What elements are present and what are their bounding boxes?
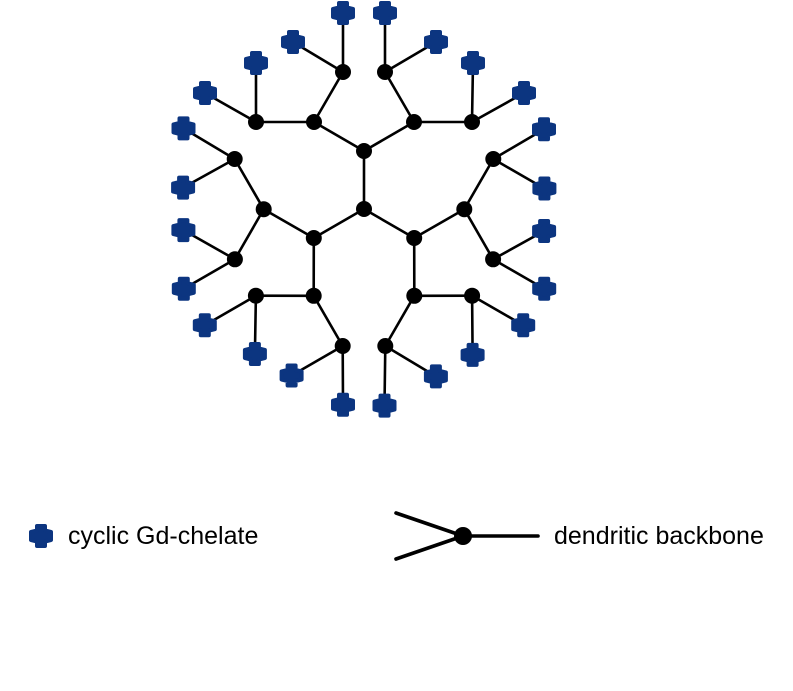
branch-node xyxy=(406,287,423,304)
branch-node xyxy=(377,64,393,80)
branch-node xyxy=(226,151,243,167)
gd-chelate-icon xyxy=(423,364,448,389)
gd-chelate-icon xyxy=(281,30,305,54)
branch-node xyxy=(305,287,322,304)
branch-node xyxy=(377,338,394,354)
gd-chelate-icon xyxy=(512,81,536,105)
bond xyxy=(312,70,345,124)
branch-node xyxy=(485,151,502,167)
branch-node xyxy=(306,114,322,130)
bond xyxy=(383,70,416,124)
core-node xyxy=(356,201,372,217)
bond xyxy=(362,120,416,153)
bond xyxy=(312,120,366,153)
gd-chelate-icon xyxy=(532,276,557,301)
gd-chelate-icon xyxy=(331,392,355,417)
gd-chelate-icon xyxy=(171,218,196,243)
branch-node xyxy=(406,114,422,130)
bond xyxy=(233,157,266,211)
legend-chelate-icon xyxy=(29,524,53,548)
bond xyxy=(233,207,266,261)
branch-node xyxy=(334,338,351,354)
branch-node xyxy=(406,230,423,246)
branch-node xyxy=(226,251,243,268)
gd-chelate-icon xyxy=(331,1,355,25)
gd-chelate-icon xyxy=(460,342,485,367)
gd-chelate-icon xyxy=(532,117,556,142)
branch-node xyxy=(456,201,473,218)
bond xyxy=(262,207,316,240)
gd-chelate-icon xyxy=(171,116,196,141)
gd-chelate-icon xyxy=(532,219,557,243)
bond xyxy=(312,294,345,348)
branch-node xyxy=(485,251,502,268)
gd-chelate-icon xyxy=(424,30,448,54)
gd-chelate-icon xyxy=(244,51,268,75)
gd-chelate-icon xyxy=(171,276,196,301)
gd-chelate-icon xyxy=(511,313,536,338)
gd-chelate-icon xyxy=(192,313,217,338)
gd-chelate-icon xyxy=(372,393,397,418)
gd-chelate-icon xyxy=(242,342,267,366)
bond xyxy=(412,207,466,240)
branch-node xyxy=(356,143,372,159)
legend-chelate-label: cyclic Gd-chelate xyxy=(68,522,258,550)
legend-backbone-label: dendritic backbone xyxy=(554,522,764,550)
bond xyxy=(312,207,366,240)
gd-chelate-icon xyxy=(193,81,217,105)
branch-node xyxy=(247,287,264,304)
gd-chelate-icon xyxy=(373,1,397,25)
bond xyxy=(383,294,416,348)
branch-node xyxy=(464,287,481,304)
branch-node xyxy=(305,230,322,246)
branch-node xyxy=(248,114,264,130)
legend: cyclic Gd-chelate dendritic backbone xyxy=(29,511,764,561)
gd-chelate-icon xyxy=(171,175,196,200)
gd-chelate-icon xyxy=(532,176,557,201)
legend-backbone-symbol xyxy=(394,511,540,561)
bond xyxy=(462,207,495,261)
bond xyxy=(362,207,416,240)
branch-node xyxy=(335,64,351,80)
bond xyxy=(462,157,495,211)
branch-nodes xyxy=(226,64,502,354)
gd-chelate-icon xyxy=(461,51,485,75)
gd-chelate-icon xyxy=(279,363,304,388)
branch-node xyxy=(464,114,480,130)
branch-node xyxy=(255,201,272,218)
dendrimer-structure xyxy=(171,1,557,418)
